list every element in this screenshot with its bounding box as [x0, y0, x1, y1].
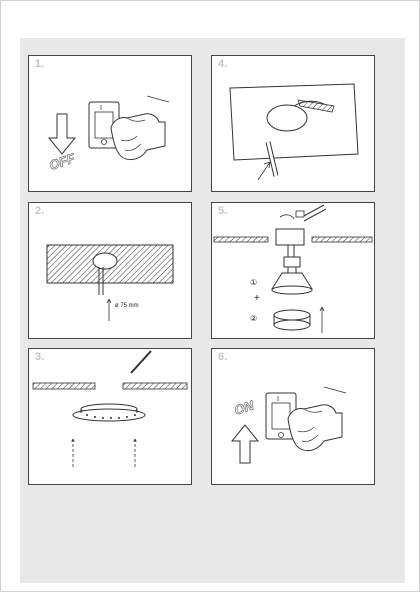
ceiling-hole	[92, 252, 118, 270]
part-1-label: ①	[250, 278, 257, 287]
cable	[130, 350, 152, 374]
switch-rocker	[271, 402, 291, 430]
up-arrow-icon	[257, 161, 271, 181]
up-arrow-icon	[106, 298, 112, 321]
svg-text:I: I	[277, 396, 279, 403]
switch-rocker	[94, 111, 114, 139]
step-1-illustration: I OFF	[47, 95, 170, 173]
step-number: 6.	[218, 351, 228, 363]
ceiling-hatched	[32, 382, 96, 390]
up-arrow-icon	[319, 306, 325, 333]
lamp-holder	[283, 256, 301, 268]
step-number: 2.	[35, 205, 45, 217]
step-2-panel: ø 75 mm 2.	[28, 202, 192, 339]
down-arrow-icon	[47, 113, 77, 155]
lamp-housing	[266, 104, 308, 132]
terminal-block	[275, 228, 305, 246]
retaining-ring	[273, 309, 311, 321]
step-number: 5.	[218, 205, 228, 217]
ceiling-hatched	[213, 236, 269, 243]
step-2-illustration: ø 75 mm	[46, 244, 174, 321]
on-label: ON	[232, 397, 256, 417]
plus-sign: +	[254, 293, 260, 304]
hole-diameter-label: ø 75 mm	[115, 303, 139, 309]
step-4-panel: 4.	[211, 55, 375, 192]
step-4-illustration	[229, 83, 359, 181]
step-6-panel: I ON 6.	[211, 348, 375, 485]
step-number: 4.	[218, 58, 228, 70]
step-number: 1.	[35, 58, 45, 70]
step-5-illustration: ① + ②	[213, 204, 373, 333]
up-arrow-icon	[132, 438, 138, 467]
hand-icon	[287, 404, 343, 451]
step-6-illustration: I ON	[230, 386, 347, 464]
part-2-label: ②	[250, 314, 257, 323]
step-1-panel: I OFF 1.	[28, 55, 192, 192]
off-label: OFF	[47, 150, 77, 173]
step-5-panel: ① + ② 5.	[211, 202, 375, 339]
up-arrow-icon	[230, 424, 260, 464]
hand-icon	[110, 113, 166, 160]
svg-text:I: I	[100, 105, 102, 112]
spring-clip	[297, 99, 335, 113]
step-number: 3.	[35, 351, 45, 363]
step-3-illustration	[32, 350, 188, 467]
step-3-panel: 3.	[28, 348, 192, 485]
up-arrow-icon	[70, 438, 76, 467]
